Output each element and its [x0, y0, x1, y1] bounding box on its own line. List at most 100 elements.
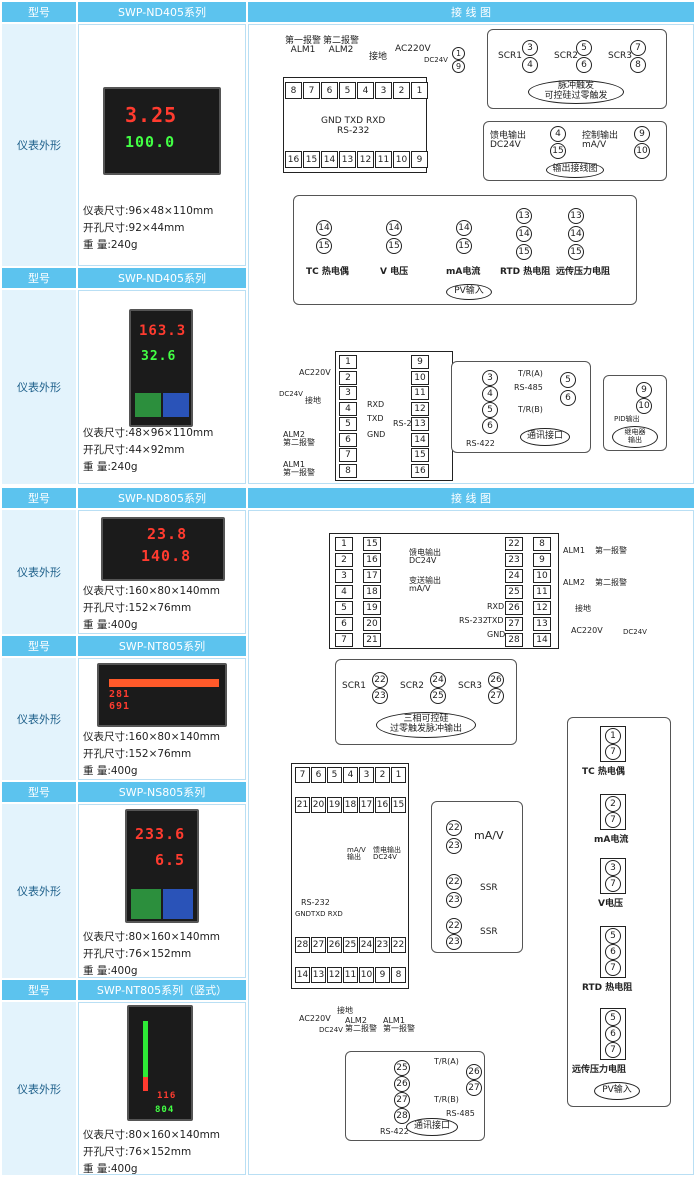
terminal: 23: [375, 937, 390, 953]
pid-box: 9 10 PID输出 继电器 输出: [603, 375, 667, 451]
scr2-label: SCR2: [554, 51, 578, 61]
dc24v-label-3: DC24V: [623, 628, 647, 636]
tra-label: T/R(A): [518, 369, 543, 378]
terminal: 16: [363, 553, 381, 567]
terminal: 14: [316, 220, 332, 236]
tra-label-2: T/R(A): [434, 1057, 459, 1066]
terminal: 8: [630, 57, 646, 73]
terminal: 4: [550, 126, 566, 142]
alm2-label-4: ALM2 第二报警: [345, 1016, 377, 1033]
terminal: 14: [456, 220, 472, 236]
wiring-diagram-1: 第一报警 ALM1 第二报警 ALM2 接地 AC220V DC24V 1 9 …: [248, 24, 694, 484]
terminal: 5: [339, 417, 357, 431]
terminal: 7: [303, 82, 320, 99]
trb-label-2: T/R(B): [434, 1095, 459, 1104]
terminal: 6: [335, 617, 353, 631]
terminal: 15: [568, 244, 584, 260]
terminal: 19: [327, 797, 342, 813]
device-image-3: 23.8 140.8: [101, 517, 225, 581]
terminal: 2: [605, 796, 621, 812]
rs232-label-3: RS-232: [459, 616, 488, 625]
bar-green: [143, 1021, 148, 1091]
product-cell-6: 116 804 仪表尺寸:80×160×140mm 开孔尺寸:76×152mm …: [78, 1002, 246, 1175]
terminal: 27: [311, 937, 326, 953]
terminal: 8: [285, 82, 302, 99]
product-cell-3: 23.8 140.8 仪表尺寸:160×80×140mm 开孔尺寸:152×76…: [78, 510, 246, 634]
ssr-label-2: SSR: [480, 927, 498, 937]
rtd-label-2: RTD 热电阻: [582, 983, 633, 993]
ssr-label: SSR: [480, 883, 498, 893]
spec-weight: 重 量:240g: [83, 239, 138, 251]
terminal: 7: [295, 767, 310, 783]
terminal: 14: [533, 633, 551, 647]
terminal: 6: [560, 390, 576, 406]
label-appearance-4: 仪表外形: [2, 658, 76, 780]
terminal: 9: [452, 60, 465, 73]
tc-label: TC 热电偶: [306, 267, 349, 277]
terminal: 9: [636, 382, 652, 398]
terminal: 12: [327, 967, 342, 983]
terminal: 21: [295, 797, 310, 813]
spec-weight-2: 重 量:240g: [83, 461, 138, 473]
pv-input-box: 14 15 14 15 14 15 13 14 15 13 14 15 TC 热…: [293, 195, 637, 305]
terminal: 9: [375, 967, 390, 983]
terminal: 13: [311, 967, 326, 983]
v-label: V 电压: [380, 267, 409, 277]
output-diagram-label: 输出接线图: [546, 162, 604, 178]
product-cell-4: 281 691 仪表尺寸:160×80×140mm 开孔尺寸:152×76mm …: [78, 658, 246, 780]
terminal: 10: [359, 967, 374, 983]
product-cell-5: 233.6 6.5 仪表尺寸:80×160×140mm 开孔尺寸:76×152m…: [78, 804, 246, 978]
pressure-label-2: 远传压力电阻: [572, 1065, 627, 1075]
terminal: 25: [343, 937, 358, 953]
ac220v-label-2: AC220V: [299, 368, 331, 377]
gnd-label-2: GND: [487, 630, 506, 639]
pv-display: 3.25: [125, 103, 178, 127]
terminal: 8: [339, 463, 357, 478]
alm1-label-4: ALM1 第一报警: [383, 1016, 415, 1033]
scr-box: SCR1 SCR2 SCR3 3 4 5 6 7 8 脉冲触发 可控硅过零触发: [487, 29, 667, 109]
spec-hole: 开孔尺寸:92×44mm: [83, 222, 185, 234]
pv-display-2: 163.3: [139, 323, 187, 339]
spec-weight-6: 重 量:400g: [83, 1163, 138, 1175]
panel-blue: [163, 393, 189, 417]
rs232-label-2: RS-232: [393, 419, 422, 428]
terminal: 26: [327, 937, 342, 953]
terminal: 23: [505, 553, 523, 567]
dc24v-label-4: DC24V: [319, 1026, 343, 1034]
terminal: 14: [516, 226, 532, 242]
terminal: 7: [605, 744, 621, 760]
terminal: 15: [456, 238, 472, 254]
terminal: 5: [605, 928, 621, 944]
label-appearance: 仪表外形: [2, 24, 76, 266]
terminal: 15: [386, 238, 402, 254]
terminal: 15: [391, 797, 406, 813]
terminal: 18: [343, 797, 358, 813]
three-phase-label: 三相可控硅 过零触发脉冲输出: [376, 712, 476, 738]
scr3-label: SCR3: [608, 51, 632, 61]
terminal: 7: [605, 812, 621, 828]
terminal: 23: [446, 892, 462, 908]
terminal: 15: [303, 151, 320, 168]
terminal: 15: [516, 244, 532, 260]
pv-input-title: PV输入: [446, 284, 492, 300]
pv-input-title-2: PV输入: [594, 1082, 640, 1100]
terminal: 22: [505, 537, 523, 551]
terminal: 7: [335, 633, 353, 647]
terminal: 21: [363, 633, 381, 647]
terminal: 14: [321, 151, 338, 168]
txd-label-2: TXD: [487, 616, 504, 625]
header-model-3: 型号: [2, 488, 76, 508]
spec-size-6: 仪表尺寸:80×160×140mm: [83, 1129, 221, 1141]
terminal: 1: [335, 537, 353, 551]
terminal: 4: [343, 767, 358, 783]
spec-size-2: 仪表尺寸:48×96×110mm: [83, 427, 214, 439]
header-series-6: SWP-NT805系列（竖式）: [78, 980, 246, 1000]
terminal: 5: [605, 1010, 621, 1026]
terminal: 6: [576, 57, 592, 73]
terminal: 5: [335, 601, 353, 615]
terminal: 19: [363, 601, 381, 615]
pv-display-5: 233.6: [135, 825, 186, 843]
wiring-diagram-2: 馈电输出 DC24V 变送输出 mA/V RXD RS-232 TXD GND …: [248, 510, 694, 1175]
ac220v-label: AC220V: [395, 44, 431, 54]
pv-display-3: 23.8: [147, 525, 188, 543]
